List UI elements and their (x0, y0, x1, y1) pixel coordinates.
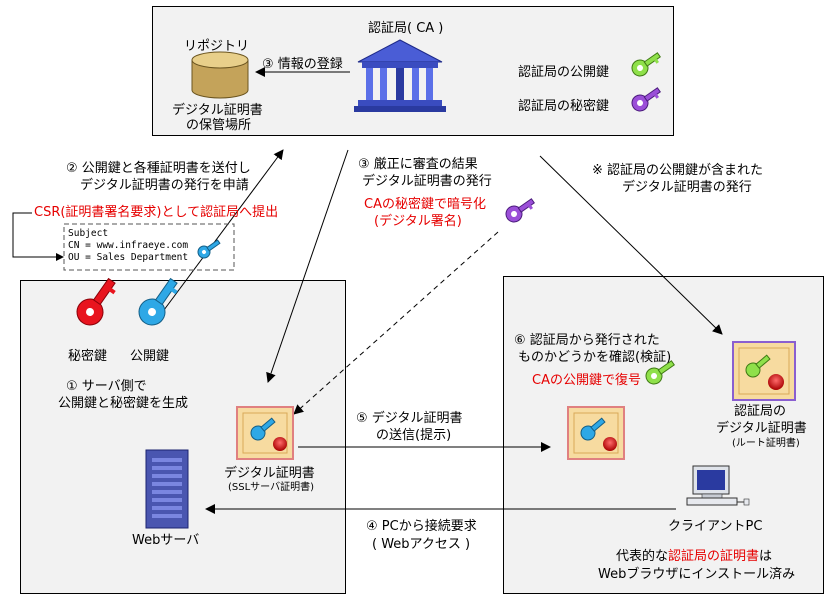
client-bottom-line-2: Webブラウザにインストール済み (598, 567, 796, 582)
ca-building-icon (354, 39, 446, 112)
csr-ou: OU = Sales Department (68, 252, 189, 263)
server-cert-label-2: (SSLサーバ証明書) (228, 482, 314, 493)
root-certificate-icon (732, 341, 796, 401)
step-6-line-2: ものかどうかを確認(検証) (518, 350, 672, 365)
arrow-sign (293, 231, 499, 415)
signing-private-key-icon (505, 198, 535, 223)
server-public-key-icon (138, 277, 178, 326)
server-public-key-label: 公開鍵 (130, 349, 170, 364)
web-server-label: Webサーバ (132, 533, 200, 548)
repository-caption-1: デジタル証明書 (172, 103, 263, 118)
ca-public-key-icon (631, 52, 661, 77)
client-pc-icon (686, 465, 750, 506)
step-1-line-2: 公開鍵と秘密鍵を生成 (58, 396, 189, 411)
ca-sign-label-2: (デジタル署名) (374, 214, 462, 229)
step-2-line-2: デジタル証明書の発行を申請 (80, 178, 249, 193)
server-private-key-icon (76, 277, 116, 326)
web-server-icon (145, 449, 189, 529)
ca-private-key-label: 認証局の秘密鍵 (518, 99, 610, 114)
ca-verify-label: CAの公開鍵で復号 (532, 373, 641, 388)
client-box (503, 276, 824, 594)
csr-subject: Subject (68, 228, 109, 239)
client-pc-label: クライアントPC (668, 519, 763, 534)
arrow-root-cert (539, 155, 723, 335)
note-root-cert-1: ※ 認証局の公開鍵が含まれた (592, 163, 764, 178)
root-cert-label-1: 認証局の (734, 404, 787, 419)
step-5-line-1: ⑤ デジタル証明書 (356, 411, 463, 426)
step-3-review-1: ③ 厳正に審査の結果 (358, 157, 478, 172)
server-cert-label-1: デジタル証明書 (224, 466, 315, 481)
client-received-certificate-icon (567, 406, 625, 460)
repository-title: リポジトリ (184, 39, 250, 54)
csr-subject-box (63, 223, 235, 271)
client-bottom-line-1: 代表的な認証局の証明書は (616, 548, 772, 565)
server-certificate-icon (236, 406, 294, 460)
arrow-issue (266, 149, 349, 383)
csr-bracket (12, 212, 60, 258)
arrow-request (160, 149, 284, 315)
step-4-line-1: ④ PCから接続要求 (366, 519, 477, 534)
repository-cylinder-icon (191, 51, 249, 99)
ca-private-key-icon (631, 87, 661, 112)
client-bottom-1b: 認証局の証明書 (668, 549, 760, 564)
csr-cn: CN = www.infraeye.com (68, 240, 189, 251)
step-3-review-2: デジタル証明書の発行 (362, 174, 492, 189)
step-6-line-1: ⑥ 認証局から発行された (514, 333, 660, 348)
step-4-line-2: ( Webアクセス ) (372, 537, 471, 552)
step-2-line-1: ② 公開鍵と各種証明書を送付し (66, 161, 251, 176)
server-private-key-label: 秘密鍵 (68, 349, 108, 364)
client-bottom-1a: 代表的な (616, 549, 669, 564)
step-3-register: ③ 情報の登録 (262, 57, 343, 72)
root-cert-label-3: (ルート証明書) (732, 438, 800, 449)
note-root-cert-2: デジタル証明書の発行 (622, 180, 752, 195)
step-5-line-2: の送信(提示) (376, 428, 452, 443)
verify-public-key-icon (645, 360, 675, 385)
repository-caption-2: の保管場所 (186, 118, 252, 133)
root-cert-label-2: デジタル証明書 (716, 421, 807, 436)
ca-sign-label-1: CAの秘密鍵で暗号化 (364, 197, 486, 212)
ca-public-key-label: 認証局の公開鍵 (518, 65, 610, 80)
ca-title: 認証局( CA ) (368, 21, 444, 36)
client-bottom-1c: は (759, 549, 773, 564)
csr-label: CSR(証明書署名要求)として認証局へ提出 (34, 205, 279, 220)
step-1-line-1: ① サーバ側で (66, 379, 147, 394)
csr-public-key-icon (197, 239, 221, 259)
